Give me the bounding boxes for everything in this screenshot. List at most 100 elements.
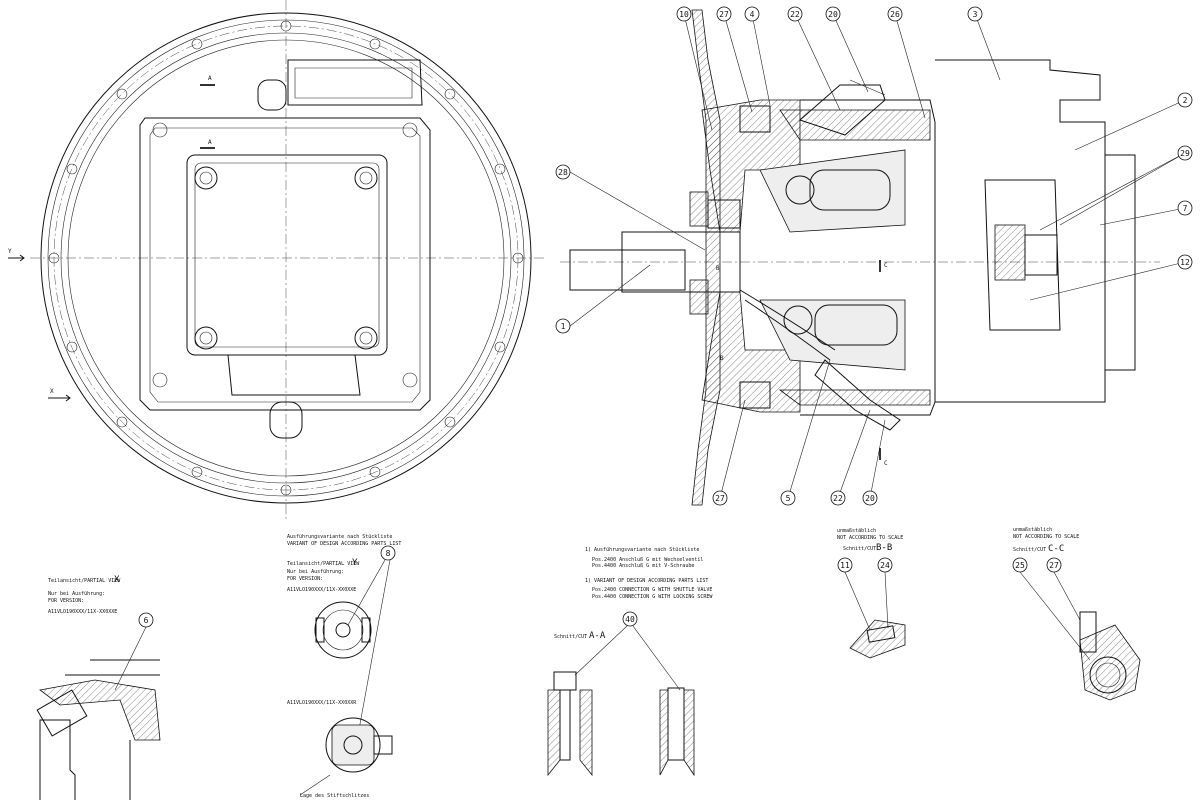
balloon-20-top: 20 bbox=[825, 6, 841, 22]
svg-text:2: 2 bbox=[1183, 96, 1188, 105]
note-line-6: Pos.4400 CONNECTION G WITH LOCKING SCREW bbox=[592, 594, 713, 600]
note-line-5: Pos.2400 CONNECTION G WITH SHUTTLE VALVE bbox=[592, 587, 712, 593]
partial-y-bottom-label: Lage des Stiftschlitzes bbox=[300, 793, 369, 799]
svg-text:28: 28 bbox=[558, 168, 568, 177]
svg-text:25: 25 bbox=[1015, 561, 1025, 570]
svg-text:3: 3 bbox=[973, 10, 978, 19]
svg-text:22: 22 bbox=[833, 494, 843, 503]
note-line-2: Pos.2400 Anschluß G mit Wechselventil bbox=[592, 557, 703, 563]
balloon-20-bottom: 20 bbox=[862, 490, 878, 506]
balloon-5: 5 bbox=[780, 490, 796, 506]
partial-x-line2: FOR VERSION: bbox=[48, 598, 84, 604]
partial-x-code: A11VLO190XXX/11X-XX0XXE bbox=[48, 609, 117, 615]
svg-text:40: 40 bbox=[625, 615, 635, 624]
partial-y-variant-de: Ausführungsvariante nach Stückliste bbox=[287, 534, 392, 540]
partial-y-title: Teilansicht/PARTIAL VIEW bbox=[287, 561, 360, 567]
flange-bolt-holes bbox=[48, 20, 524, 496]
cut-c-c: unmaßstäblich NOT ACCORDING TO SCALE Sch… bbox=[1012, 527, 1141, 701]
section-c-upper-label: C bbox=[884, 262, 888, 269]
svg-text:12: 12 bbox=[1180, 258, 1190, 267]
partial-view-y: Ausführungsvariante nach Stückliste VARI… bbox=[287, 534, 401, 799]
cut-a-label: Schnitt/CUT bbox=[554, 634, 587, 640]
svg-text:22: 22 bbox=[790, 10, 800, 19]
svg-text:6: 6 bbox=[144, 616, 149, 625]
svg-text:11: 11 bbox=[840, 561, 850, 570]
note-line-3: Pos.4400 Anschluß G mit V-Schraube bbox=[592, 563, 694, 569]
cut-c-letter: C-C bbox=[1048, 544, 1064, 554]
svg-text:10: 10 bbox=[679, 10, 689, 19]
balloon-26: 26 bbox=[887, 6, 903, 22]
view-y-label: Y bbox=[8, 248, 12, 255]
cut-c-scale-en: NOT ACCORDING TO SCALE bbox=[1013, 534, 1079, 540]
partial-y-letter: Y bbox=[352, 558, 358, 568]
balloon-11: 11 bbox=[837, 557, 853, 573]
svg-text:7: 7 bbox=[1183, 204, 1188, 213]
note-line-4: 1) VARIANT OF DESIGN ACCORDING PARTS LIS… bbox=[585, 578, 708, 584]
section-a-bottom-label: A bbox=[208, 139, 212, 146]
balloon-27-cut-c: 27 bbox=[1046, 557, 1062, 573]
svg-text:29: 29 bbox=[1180, 149, 1190, 158]
cut-b-letter: B-B bbox=[876, 543, 892, 553]
cut-b-label: Schnitt/CUT bbox=[843, 546, 876, 552]
balloon-28: 28 bbox=[555, 164, 571, 180]
balloon-7: 7 bbox=[1177, 200, 1193, 216]
piston-lower bbox=[814, 304, 898, 346]
balloon-27-bottom: 27 bbox=[712, 490, 728, 506]
partial-x-title: Teilansicht/PARTIAL VIEW bbox=[48, 578, 121, 584]
partial-y-code: A11VLO190XXX/11X-XX0XXE bbox=[287, 587, 356, 593]
balloon-4: 4 bbox=[744, 6, 760, 22]
svg-text:27: 27 bbox=[715, 494, 725, 503]
balloon-22-bottom: 22 bbox=[830, 490, 846, 506]
leader-lines bbox=[569, 13, 1186, 499]
svg-text:20: 20 bbox=[865, 494, 875, 503]
view-x-label: X bbox=[50, 388, 54, 395]
drive-shaft bbox=[569, 249, 686, 291]
cut-a-a: Schnitt/CUT A-A 40 bbox=[547, 611, 695, 777]
flange-outer-circle bbox=[40, 12, 532, 504]
note-line-1: 1) Ausführungsvariante nach Stückliste bbox=[585, 547, 699, 553]
partial-y-line1: Nur bei Ausführung: bbox=[287, 569, 344, 575]
partial-y-line2: FOR VERSION: bbox=[287, 576, 323, 582]
section-c-lower-label: C bbox=[884, 460, 888, 467]
section-view: B B C C bbox=[560, 9, 1160, 506]
balloon-40: 40 bbox=[622, 611, 638, 627]
cut-b-scale-de: unmaßstäblich bbox=[837, 528, 876, 534]
svg-text:26: 26 bbox=[890, 10, 900, 19]
section-b-lower-label: B bbox=[720, 355, 724, 362]
svg-text:20: 20 bbox=[828, 10, 838, 19]
partial-view-x: Teilansicht/PARTIAL VIEW X Nur bei Ausfü… bbox=[36, 575, 161, 800]
cut-b-b: unmaßstäblich NOT ACCORDING TO SCALE Sch… bbox=[837, 528, 906, 659]
balloon-3: 3 bbox=[967, 6, 983, 22]
partial-y-variant-en: VARIANT OF DESIGN ACCORDING PARTS LIST bbox=[287, 541, 401, 547]
balloon-22-top: 22 bbox=[787, 6, 803, 22]
balloon-8: 8 bbox=[380, 545, 396, 561]
callout-balloons: 10 27 4 22 20 26 3 2 29 7 12 28 1 27 5 2… bbox=[555, 6, 1193, 506]
balloon-29: 29 bbox=[1177, 145, 1193, 161]
cut-b-scale-en: NOT ACCORDING TO SCALE bbox=[837, 535, 903, 541]
cut-a-letter: A-A bbox=[589, 631, 606, 641]
partial-x-letter: X bbox=[114, 575, 120, 585]
balloon-25: 25 bbox=[1012, 557, 1028, 573]
svg-text:8: 8 bbox=[386, 549, 391, 558]
balloon-24: 24 bbox=[877, 557, 893, 573]
svg-text:27: 27 bbox=[719, 10, 729, 19]
svg-text:24: 24 bbox=[880, 561, 890, 570]
partial-x-line1: Nur bei Ausführung: bbox=[48, 591, 105, 597]
balloon-6: 6 bbox=[138, 612, 154, 628]
svg-text:27: 27 bbox=[1049, 561, 1059, 570]
balloon-10: 10 bbox=[676, 6, 692, 22]
svg-text:Teilansicht/PARTIAL VIEW: Teilansicht/PARTIAL VIEW bbox=[48, 578, 121, 584]
svg-text:1: 1 bbox=[561, 322, 566, 331]
svg-text:5: 5 bbox=[786, 494, 791, 503]
partial-y-code2: A11VLO190XXX/11X-XX0XXR bbox=[287, 700, 357, 706]
balloon-12: 12 bbox=[1177, 254, 1193, 270]
balloon-27-top: 27 bbox=[716, 6, 732, 22]
balloon-1: 1 bbox=[555, 318, 571, 334]
section-a-top-label: A bbox=[208, 75, 212, 82]
cut-c-scale-de: unmaßstäblich bbox=[1013, 527, 1052, 533]
piston-upper bbox=[809, 169, 891, 211]
cover-bolts bbox=[152, 122, 418, 388]
notes-block: 1) Ausführungsvariante nach Stückliste P… bbox=[585, 547, 713, 600]
balloon-2: 2 bbox=[1177, 92, 1193, 108]
